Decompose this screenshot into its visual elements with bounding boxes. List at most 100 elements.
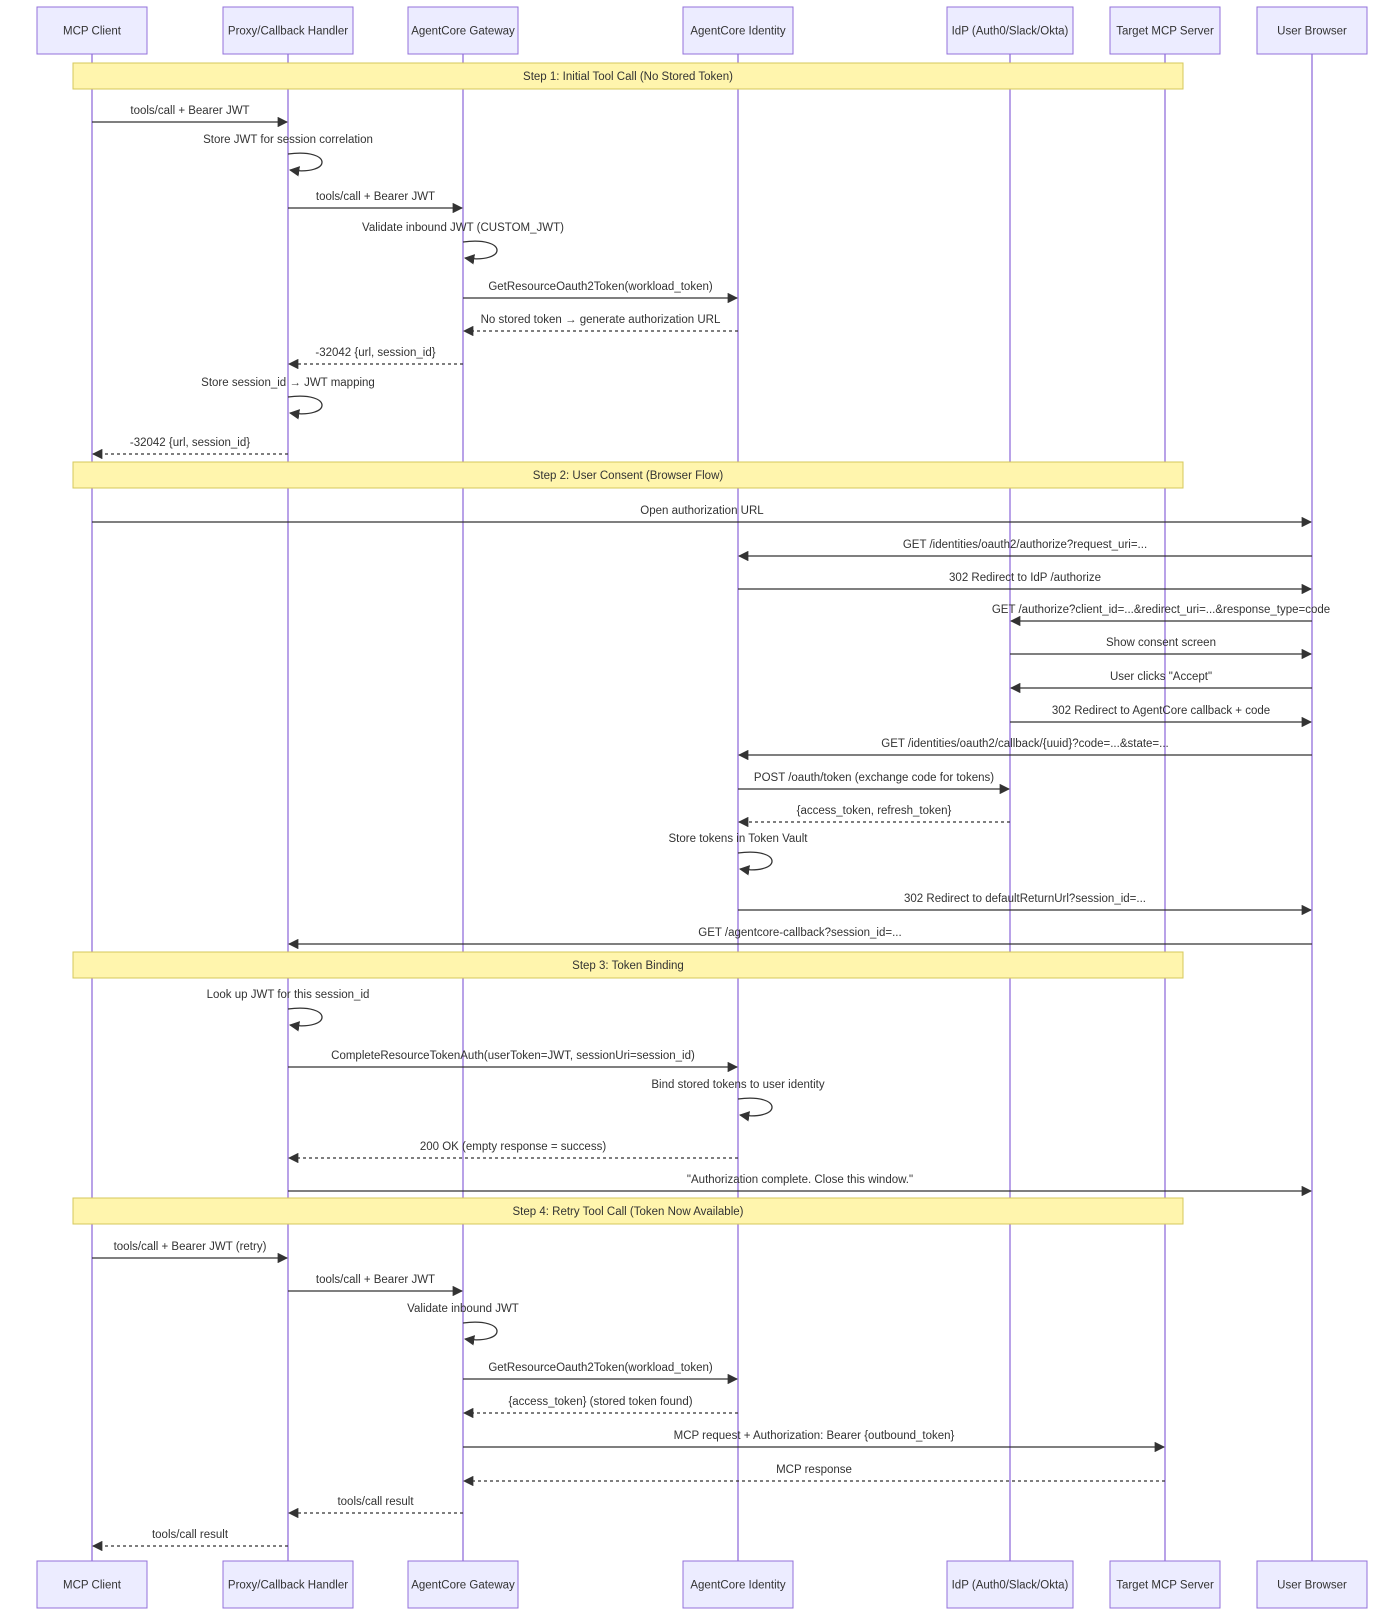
- message: 302 Redirect to IdP /authorize: [738, 572, 1313, 595]
- message-label: {access_token} (stored token found): [508, 1396, 692, 1408]
- self-message: Look up JWT for this session_id: [207, 989, 370, 1032]
- self-message: Validate inbound JWT (CUSTOM_JWT): [362, 222, 564, 265]
- message: tools/call + Bearer JWT: [288, 191, 464, 214]
- message: MCP response: [462, 1464, 1165, 1487]
- actor-box: [407, 6, 519, 55]
- message-label: {access_token, refresh_token}: [797, 805, 952, 817]
- actor-gateway-top: AgentCore Gateway: [407, 6, 519, 55]
- message: GET /identities/oauth2/callback/{uuid}?c…: [737, 738, 1312, 761]
- message: GetResourceOauth2Token(workload_token): [463, 1362, 739, 1385]
- self-message-label: Look up JWT for this session_id: [207, 989, 370, 1001]
- message: "Authorization complete. Close this wind…: [288, 1174, 1313, 1197]
- message-label: GET /authorize?client_id=...&redirect_ur…: [992, 604, 1330, 616]
- actor-label: Proxy/Callback Handler: [228, 26, 348, 38]
- actor-proxy-bottom: Proxy/Callback Handler: [222, 1560, 354, 1609]
- message: -32042 {url, session_id}: [287, 347, 463, 370]
- self-message-arrow: [737, 851, 773, 876]
- note-text: Step 3: Token Binding: [572, 960, 684, 972]
- actor-target-top: Target MCP Server: [1109, 6, 1221, 55]
- message-label: "Authorization complete. Close this wind…: [687, 1174, 913, 1186]
- actor-label: User Browser: [1277, 1580, 1347, 1592]
- actor-browser-top: User Browser: [1256, 6, 1368, 55]
- self-message-arrow: [462, 1321, 498, 1346]
- message-label: tools/call + Bearer JWT: [316, 1274, 435, 1286]
- actor-label: IdP (Auth0/Slack/Okta): [952, 26, 1069, 38]
- message-label: GetResourceOauth2Token(workload_token): [488, 1362, 713, 1374]
- message: tools/call + Bearer JWT: [288, 1274, 464, 1297]
- message: tools/call + Bearer JWT (retry): [92, 1241, 289, 1264]
- actor-label: Proxy/Callback Handler: [228, 1580, 348, 1592]
- message-label: tools/call + Bearer JWT: [316, 191, 435, 203]
- step-note: Step 2: User Consent (Browser Flow): [72, 461, 1184, 489]
- actor-box: [946, 1560, 1074, 1609]
- message: GetResourceOauth2Token(workload_token): [463, 281, 739, 304]
- actor-box: [36, 1560, 148, 1609]
- message: {access_token, refresh_token}: [737, 805, 1010, 828]
- self-message-label: Bind stored tokens to user identity: [651, 1079, 824, 1091]
- message-label: User clicks "Accept": [1110, 671, 1212, 683]
- self-message-arrow: [737, 1097, 773, 1122]
- step-note: Step 3: Token Binding: [72, 951, 1184, 979]
- message: {access_token} (stored token found): [462, 1396, 738, 1419]
- message-label: 302 Redirect to AgentCore callback + cod…: [1052, 705, 1270, 717]
- self-message-arrow: [462, 240, 498, 265]
- actor-box: [222, 1560, 354, 1609]
- message: tools/call result: [287, 1496, 463, 1519]
- actor-label: MCP Client: [63, 26, 122, 38]
- actor-box: [1256, 6, 1368, 55]
- self-message: Store session_id → JWT mapping: [201, 377, 375, 420]
- message: CompleteResourceTokenAuth(userToken=JWT,…: [288, 1050, 739, 1073]
- message: Open authorization URL: [92, 505, 1313, 528]
- message-label: tools/call result: [337, 1496, 414, 1508]
- actor-label: AgentCore Identity: [690, 1580, 786, 1592]
- actor-proxy-top: Proxy/Callback Handler: [222, 6, 354, 55]
- message-label: GET /agentcore-callback?session_id=...: [698, 927, 901, 939]
- self-message-label: Validate inbound JWT (CUSTOM_JWT): [362, 222, 564, 234]
- message-label: CompleteResourceTokenAuth(userToken=JWT,…: [331, 1050, 695, 1062]
- message-label: No stored token → generate authorization…: [481, 314, 721, 326]
- self-message-arrow: [287, 152, 323, 177]
- note-text: Step 2: User Consent (Browser Flow): [533, 470, 724, 482]
- actor-gateway-bottom: AgentCore Gateway: [407, 1560, 519, 1609]
- actor-box: [407, 1560, 519, 1609]
- actor-label: User Browser: [1277, 26, 1347, 38]
- message-label: tools/call + Bearer JWT (retry): [114, 1241, 267, 1253]
- actor-box: [682, 1560, 794, 1609]
- message-label: 200 OK (empty response = success): [420, 1141, 606, 1153]
- message-label: 302 Redirect to IdP /authorize: [949, 572, 1101, 584]
- message: MCP request + Authorization: Bearer {out…: [463, 1430, 1166, 1453]
- actor-label: AgentCore Gateway: [411, 1580, 515, 1592]
- steps: Step 1: Initial Tool Call (No Stored Tok…: [72, 62, 1330, 1552]
- note-box: [72, 461, 1184, 489]
- self-message: Store tokens in Token Vault: [669, 833, 808, 876]
- actor-identity-top: AgentCore Identity: [682, 6, 794, 55]
- step-note: Step 1: Initial Tool Call (No Stored Tok…: [72, 62, 1184, 90]
- message: 302 Redirect to AgentCore callback + cod…: [1010, 705, 1313, 728]
- message: -32042 {url, session_id}: [91, 437, 288, 460]
- step-note: Step 4: Retry Tool Call (Token Now Avail…: [72, 1197, 1184, 1225]
- message-label: tools/call + Bearer JWT: [130, 105, 249, 117]
- self-message: Validate inbound JWT: [407, 1303, 519, 1346]
- message-label: tools/call result: [152, 1529, 229, 1541]
- message-label: GetResourceOauth2Token(workload_token): [488, 281, 713, 293]
- note-text: Step 1: Initial Tool Call (No Stored Tok…: [523, 71, 733, 83]
- message: tools/call + Bearer JWT: [92, 105, 289, 128]
- message-label: 302 Redirect to defaultReturnUrl?session…: [904, 893, 1146, 905]
- message: GET /identities/oauth2/authorize?request…: [737, 539, 1312, 562]
- message-label: Open authorization URL: [640, 505, 764, 517]
- message: GET /agentcore-callback?session_id=...: [287, 927, 1312, 950]
- message: 302 Redirect to defaultReturnUrl?session…: [738, 893, 1313, 916]
- actor-box: [1109, 1560, 1221, 1609]
- self-message-arrow: [287, 1007, 323, 1032]
- self-message-label: Store JWT for session correlation: [203, 134, 373, 146]
- actor-label: Target MCP Server: [1116, 26, 1214, 38]
- actor-box: [222, 6, 354, 55]
- actor-box: [1256, 1560, 1368, 1609]
- message: GET /authorize?client_id=...&redirect_ur…: [992, 604, 1330, 627]
- message: Show consent screen: [1010, 637, 1313, 660]
- note-text: Step 4: Retry Tool Call (Token Now Avail…: [513, 1206, 744, 1218]
- self-message: Bind stored tokens to user identity: [651, 1079, 825, 1122]
- actor-target-bottom: Target MCP Server: [1109, 1560, 1221, 1609]
